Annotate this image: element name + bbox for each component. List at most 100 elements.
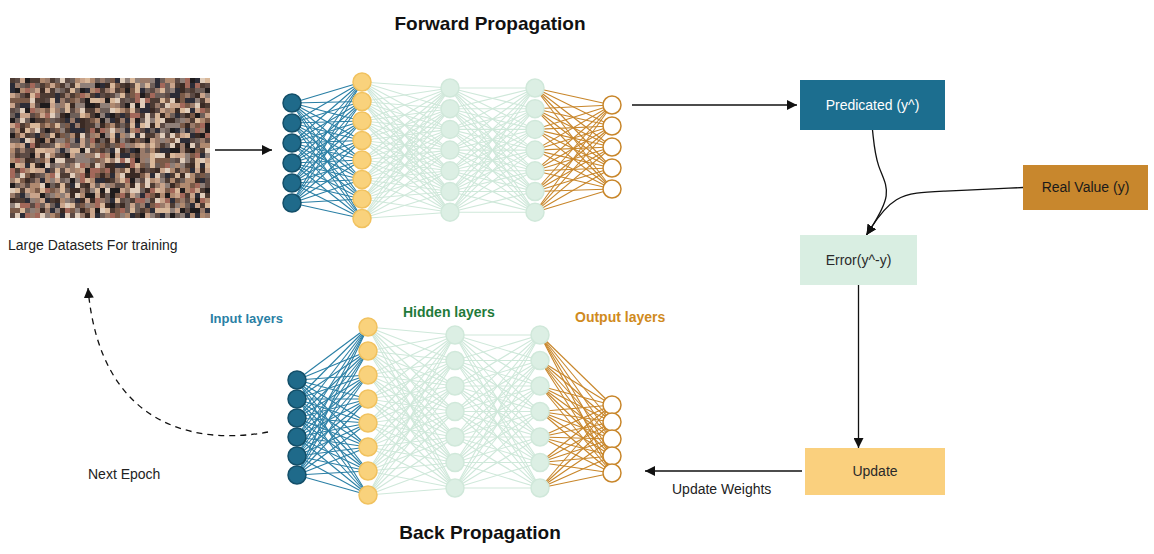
photo-tile [85, 213, 90, 218]
photo-tile [195, 158, 200, 163]
photo-tile [50, 108, 55, 113]
photo-tile [160, 78, 165, 83]
forward-network [283, 73, 621, 228]
network-link [535, 126, 612, 212]
network-link [368, 463, 455, 496]
photo-tile [175, 88, 180, 93]
photo-tile [20, 168, 25, 173]
photo-tile [130, 148, 135, 153]
photo-tile [45, 168, 50, 173]
photo-tile [55, 158, 60, 163]
photo-tile [155, 193, 160, 198]
photo-tile [190, 198, 195, 203]
photo-tile [75, 128, 80, 133]
network-link [455, 463, 540, 489]
section-heading: Back Propagation [399, 522, 561, 545]
photo-tile [135, 203, 140, 208]
photo-tile [85, 208, 90, 213]
network-link [368, 335, 455, 399]
photo-tile [125, 98, 130, 103]
photo-tile [40, 198, 45, 203]
photo-tile [185, 103, 190, 108]
photo-tile [195, 138, 200, 143]
photo-tile [180, 163, 185, 168]
photo-tile [40, 168, 45, 173]
photo-tile [70, 163, 75, 168]
photo-tile [35, 78, 40, 83]
photo-tile [120, 203, 125, 208]
photo-tile [140, 208, 145, 213]
photo-tile [95, 158, 100, 163]
photo-tile [155, 93, 160, 98]
photo-tile [150, 203, 155, 208]
photo-tile [30, 93, 35, 98]
photo-tile [45, 178, 50, 183]
network-link [297, 398, 368, 399]
photo-tile [50, 98, 55, 103]
photo-tile [20, 163, 25, 168]
photo-tile [145, 183, 150, 188]
photo-tile [200, 208, 205, 213]
network-link [362, 121, 450, 192]
photo-tile [30, 138, 35, 143]
photo-tile [90, 103, 95, 108]
photo-tile [60, 123, 65, 128]
photo-tile [75, 173, 80, 178]
photo-tile [165, 148, 170, 153]
photo-tile [125, 88, 130, 93]
photo-tile [70, 113, 75, 118]
photo-tile [135, 133, 140, 138]
photo-tile [185, 213, 190, 218]
photo-tile [150, 138, 155, 143]
photo-tile [180, 103, 185, 108]
photo-tile [185, 163, 190, 168]
photo-tile [205, 168, 210, 173]
photo-tile [120, 83, 125, 88]
photo-tile [50, 163, 55, 168]
photo-tile [105, 213, 110, 218]
photo-tile [145, 148, 150, 153]
photo-tile [95, 178, 100, 183]
photo-tile [205, 183, 210, 188]
photo-tile [195, 98, 200, 103]
photo-tile [90, 93, 95, 98]
photo-tile [135, 108, 140, 113]
network-link [297, 327, 368, 437]
photo-tile [195, 193, 200, 198]
photo-tile [80, 203, 85, 208]
photo-tile [120, 88, 125, 93]
photo-tile [45, 143, 50, 148]
photo-tile [55, 93, 60, 98]
box-text: Predicated (y^) [826, 97, 920, 114]
photo-tile [125, 143, 130, 148]
photo-tile [45, 163, 50, 168]
photo-tile [40, 203, 45, 208]
neuron [526, 203, 544, 221]
photo-tile [35, 93, 40, 98]
photo-tile [205, 173, 210, 178]
photo-tile [110, 153, 115, 158]
network-link [368, 361, 455, 496]
photo-tile [60, 153, 65, 158]
photo-tile [125, 168, 130, 173]
photo-tile [90, 173, 95, 178]
photo-tile [15, 213, 20, 218]
photo-tile [105, 163, 110, 168]
photo-tile [35, 98, 40, 103]
photo-tile [75, 213, 80, 218]
photo-tile [50, 148, 55, 153]
photo-tile [80, 103, 85, 108]
photo-tile [55, 108, 60, 113]
photo-tile [75, 168, 80, 173]
photo-tile [140, 178, 145, 183]
arrow-label: Update Weights [672, 481, 771, 498]
photo-tile [60, 178, 65, 183]
photo-tile [185, 208, 190, 213]
photo-tile [85, 158, 90, 163]
photo-tile [185, 83, 190, 88]
photo-tile [80, 213, 85, 218]
photo-tile [110, 203, 115, 208]
photo-tile [160, 203, 165, 208]
photo-tile [115, 138, 120, 143]
